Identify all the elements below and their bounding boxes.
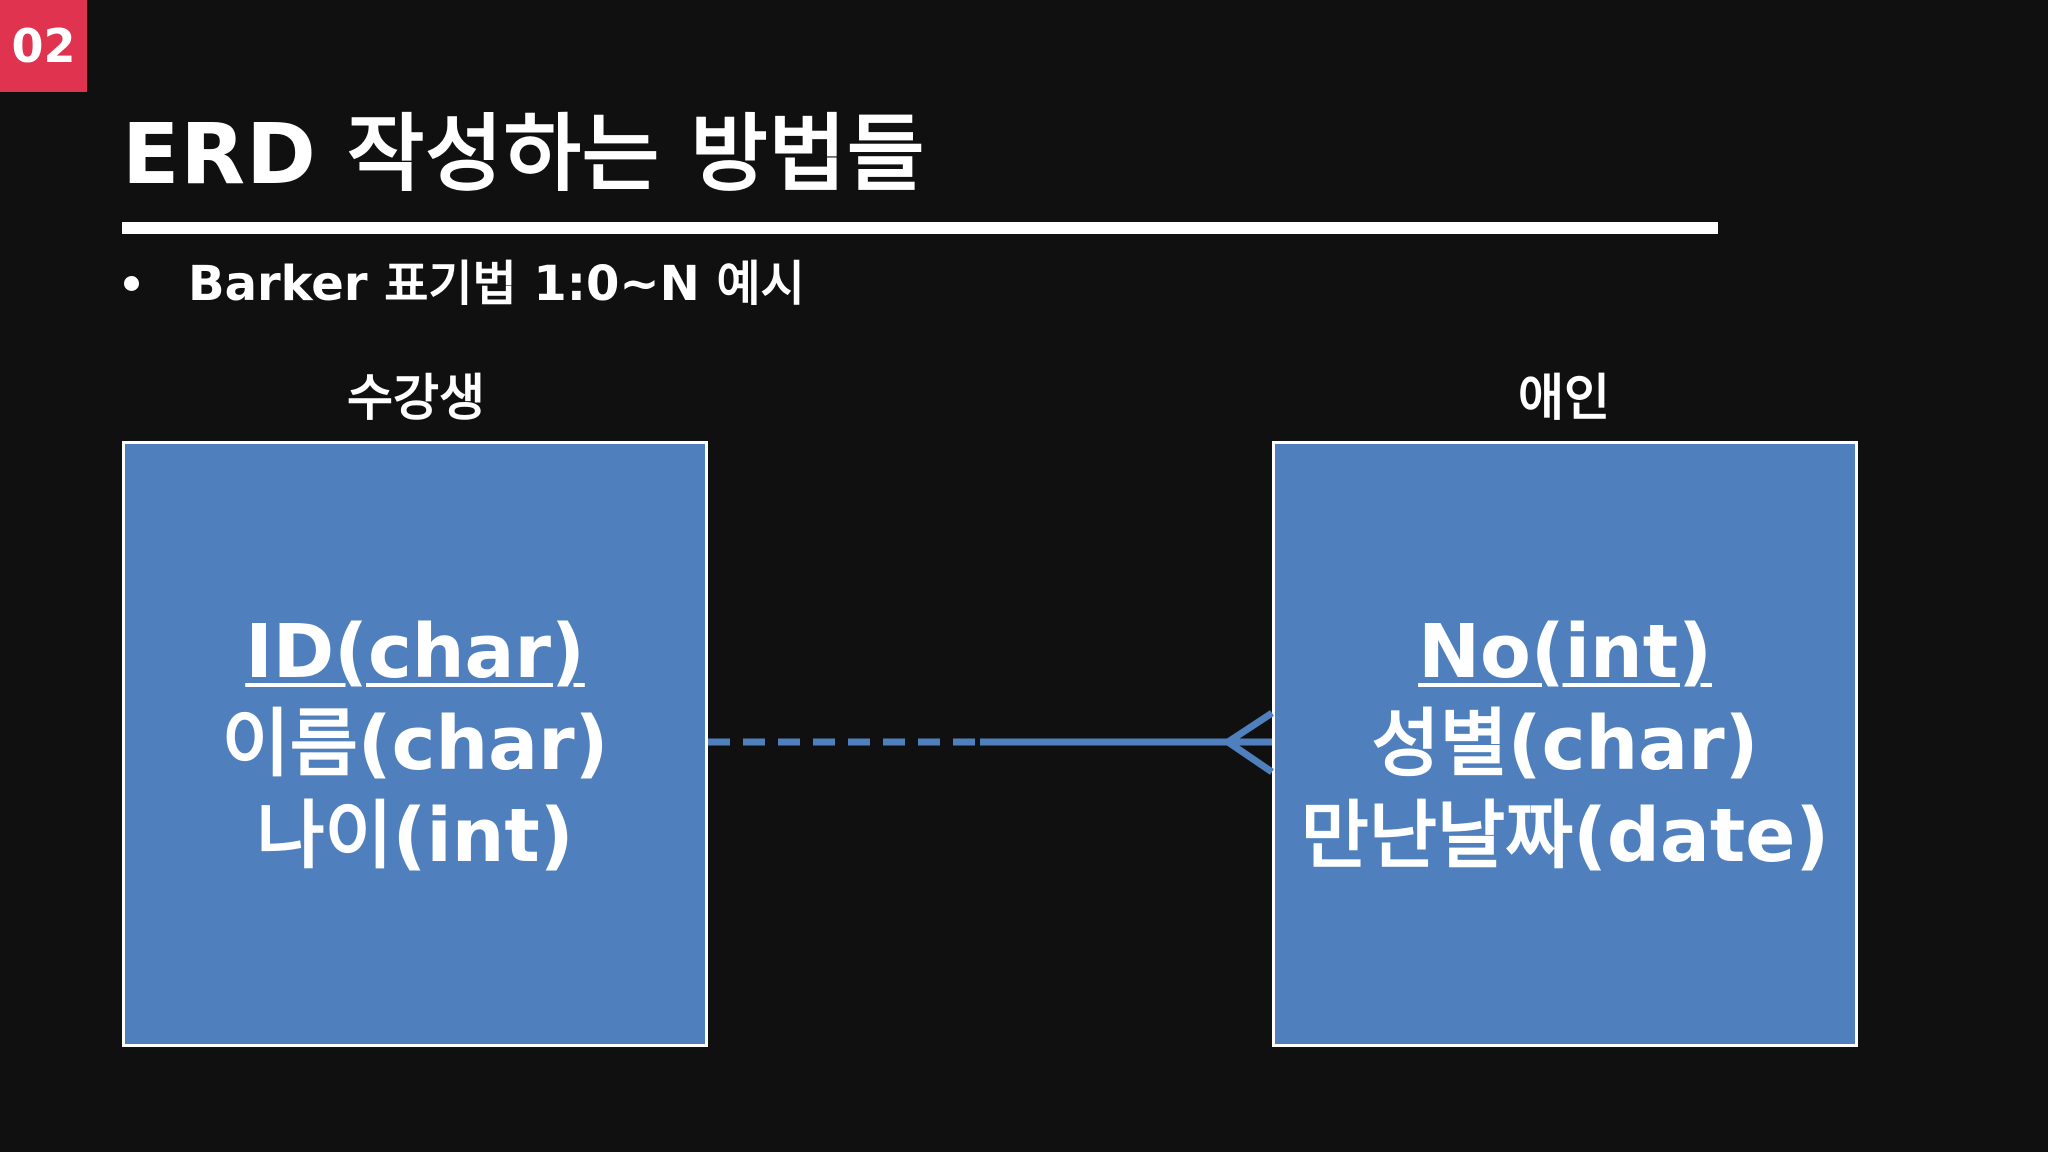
- left-entity-box: ID(char) 이름(char) 나이(int): [122, 441, 708, 1047]
- right-entity-name: 애인: [1518, 369, 1610, 427]
- bullet-text: Barker 표기법 1:0~N 예시: [188, 256, 805, 312]
- bullet-dot-icon: [124, 276, 139, 291]
- left-entity-attribute-1: ID(char): [245, 609, 585, 695]
- right-entity-attribute-1: No(int): [1418, 609, 1712, 695]
- right-entity-attribute-2: 성별(char): [1371, 701, 1759, 787]
- crows-foot-many-icon: [1221, 710, 1274, 775]
- title-underline-divider: [122, 222, 1718, 234]
- page-title: ERD 작성하는 방법들: [122, 105, 926, 203]
- right-entity-box: No(int) 성별(char) 만난날짜(date): [1272, 441, 1858, 1047]
- left-entity-attribute-2: 이름(char): [221, 701, 609, 787]
- left-entity-attribute-3: 나이(int): [256, 793, 574, 879]
- left-entity-name: 수강생: [347, 369, 485, 427]
- slide-number-badge: 02: [0, 0, 87, 92]
- right-entity-attribute-3: 만난날짜(date): [1300, 793, 1830, 879]
